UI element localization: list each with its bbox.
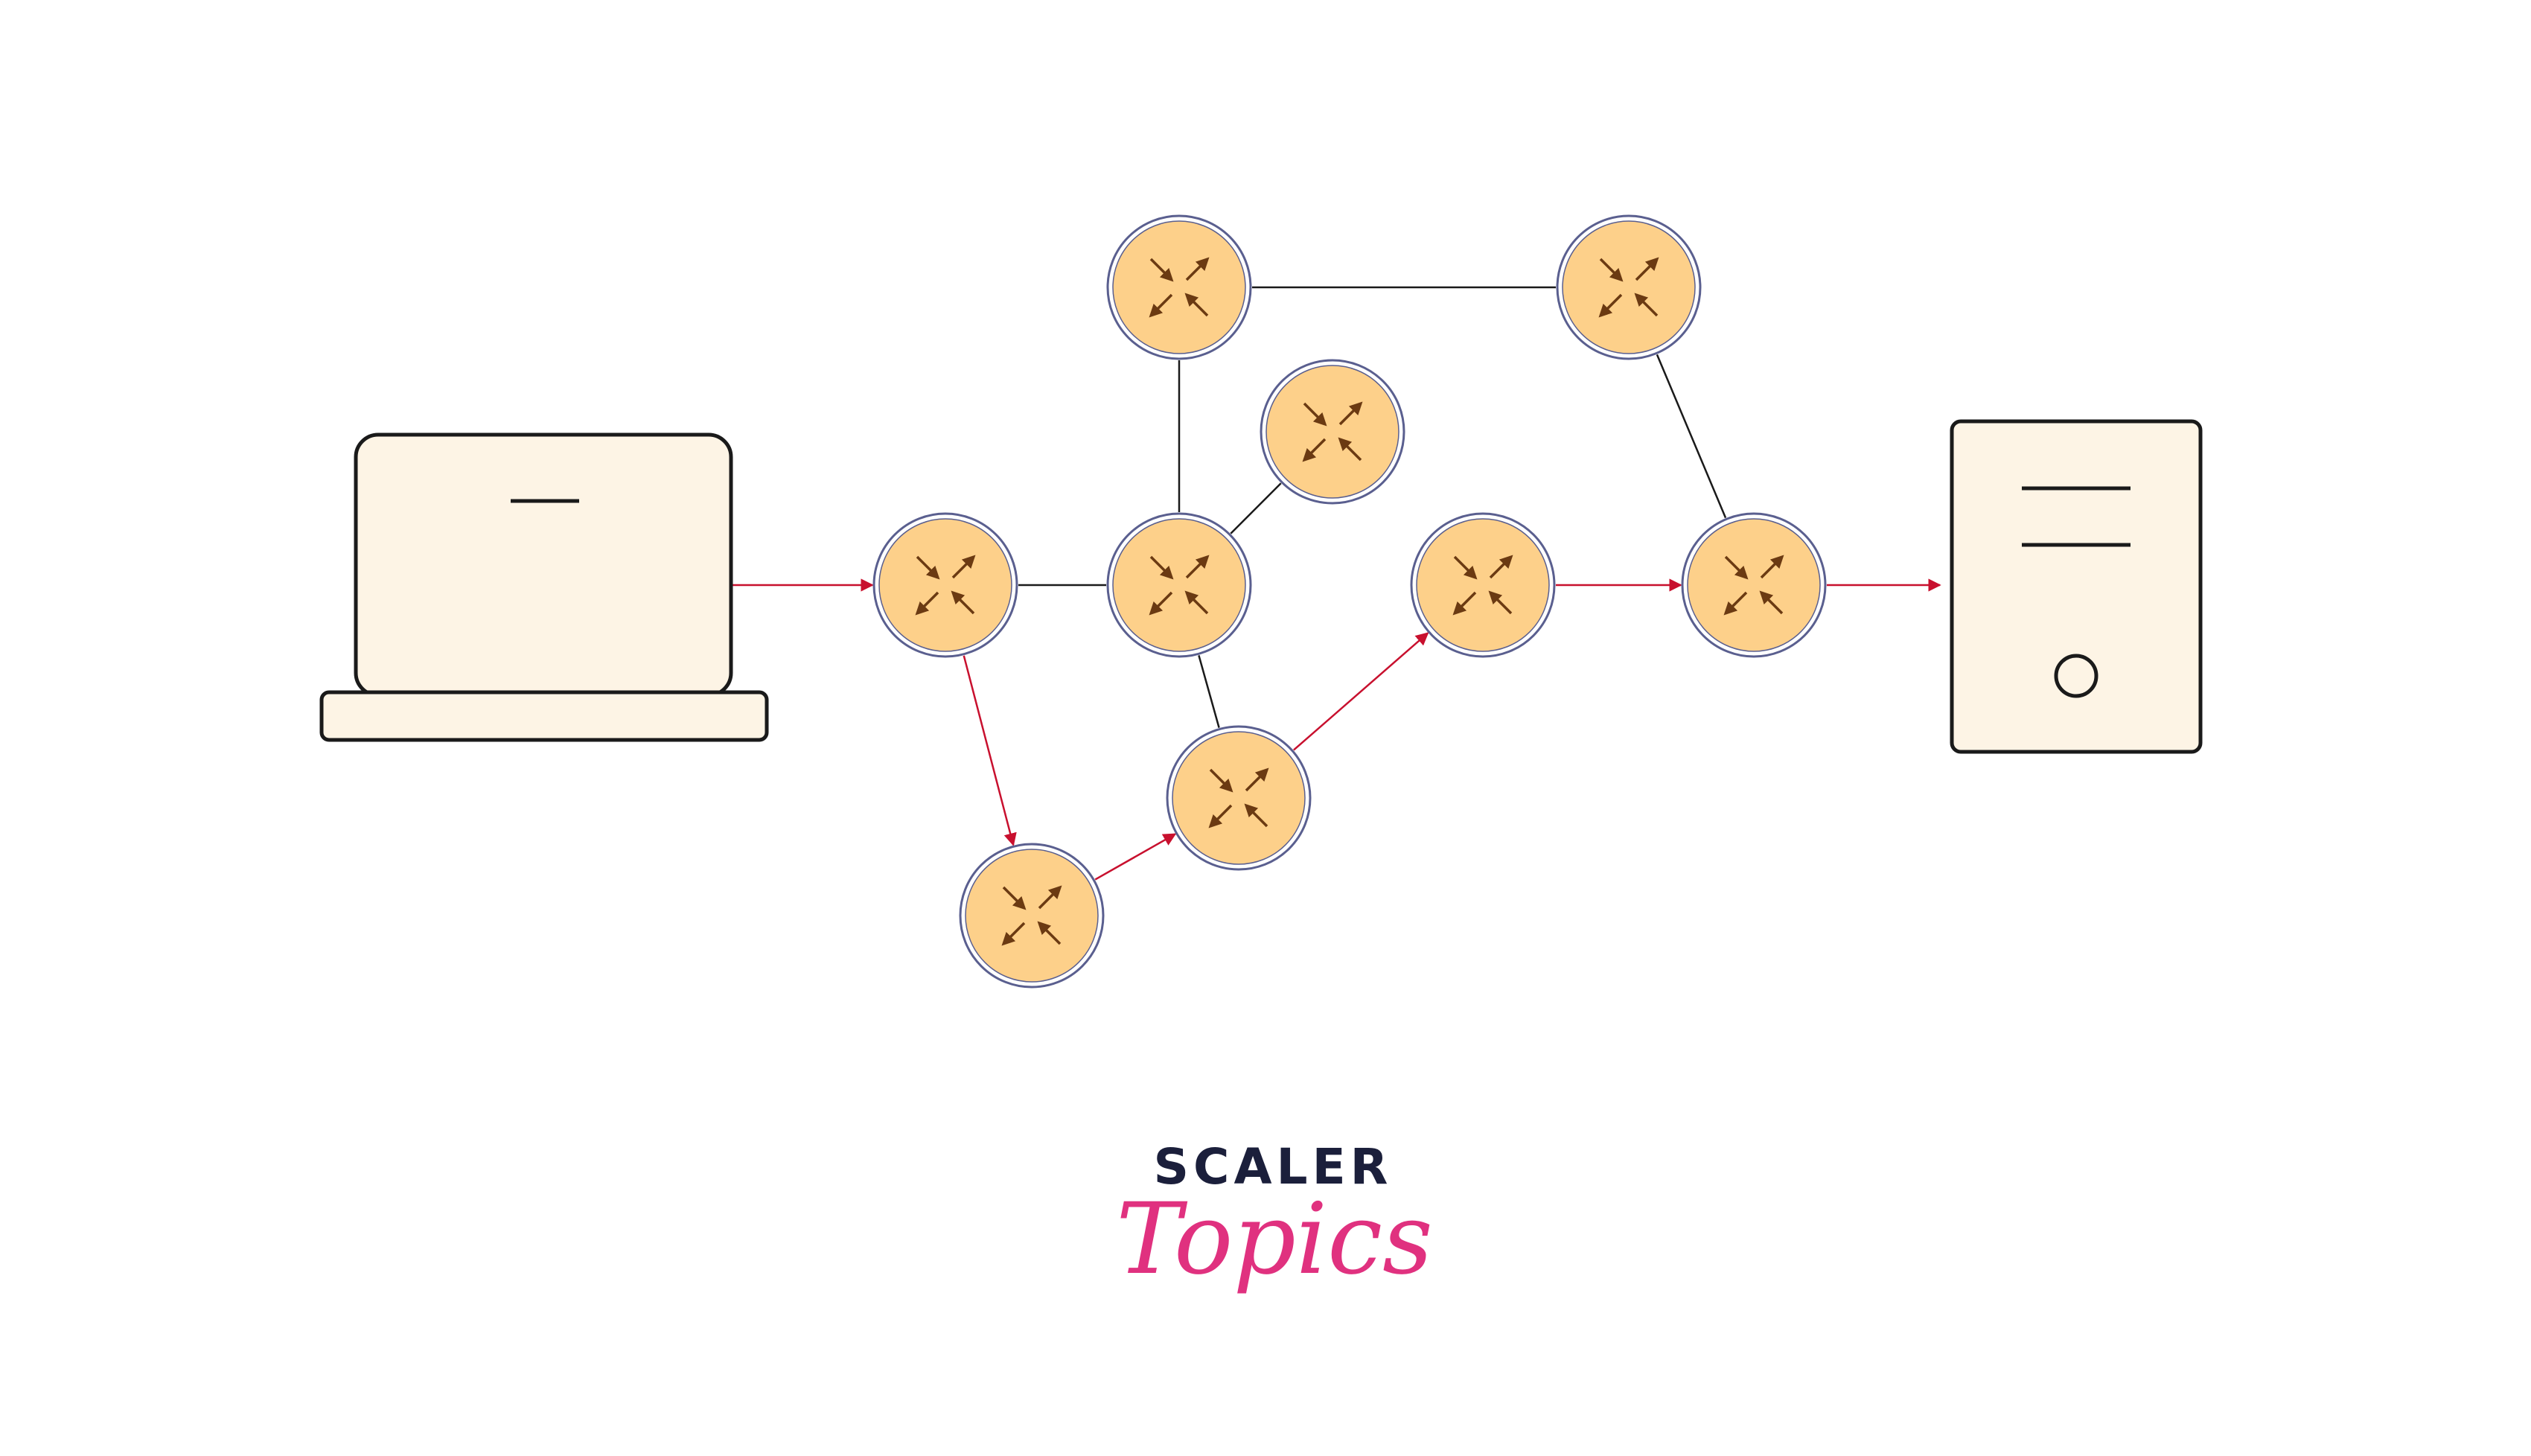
router-arrow-icon	[1760, 555, 1784, 579]
laptop-base	[319, 690, 769, 742]
router-arrow-icon	[1338, 437, 1362, 462]
router-icon	[872, 512, 1018, 658]
routers-layer	[872, 214, 1827, 989]
router-arrow-icon	[1001, 922, 1026, 946]
logo-wordmark: SCALER	[1153, 1138, 1392, 1195]
router-arrow-icon	[1184, 590, 1209, 615]
router-arrow-icon	[1149, 591, 1173, 616]
router-icon	[1681, 512, 1827, 658]
router-body	[1172, 731, 1306, 865]
router-body	[1416, 518, 1550, 652]
router-arrow-icon	[1453, 555, 1478, 580]
router-arrow-icon	[1489, 555, 1513, 579]
router-body	[965, 849, 1099, 983]
route-path-r-lower-mid-to-r-mid-right	[1293, 632, 1429, 751]
router-arrow-icon	[1635, 257, 1659, 281]
router-arrow-icon	[916, 555, 940, 580]
laptop-screen	[354, 432, 733, 697]
router-icon	[1106, 214, 1252, 360]
router-icon	[959, 843, 1105, 989]
router-arrow-icon	[1723, 591, 1748, 616]
router-arrow-icon	[1002, 886, 1027, 910]
router-arrow-icon	[1185, 257, 1210, 281]
router-arrow-icon	[1209, 768, 1233, 793]
router-arrow-icon	[1338, 401, 1363, 426]
router-arrow-icon	[915, 591, 939, 616]
network-link-r-top-right-to-r-exit	[1656, 354, 1727, 519]
router-arrow-icon	[1149, 293, 1173, 318]
router-arrow-icon	[1724, 555, 1749, 580]
router-arrow-icon	[1598, 293, 1623, 318]
router-arrow-icon	[1245, 767, 1269, 792]
laptop-icon	[319, 432, 769, 742]
router-arrow-icon	[1599, 258, 1624, 282]
router-arrow-icon	[1634, 293, 1659, 317]
router-arrow-icon	[951, 590, 975, 615]
logo-script: Topics	[1116, 1182, 1433, 1297]
router-arrow-icon	[1184, 293, 1209, 317]
router-arrow-icon	[1452, 591, 1477, 616]
server-case	[1950, 419, 2203, 754]
router-body	[1562, 220, 1696, 354]
route-path-r-entry-to-r-bottom	[963, 655, 1017, 846]
router-arrow-icon	[1037, 921, 1062, 945]
router-arrow-icon	[1038, 885, 1062, 910]
router-icon	[1106, 512, 1252, 658]
router-body	[1112, 220, 1246, 354]
network-link-r-upper-mid-to-r-center	[1230, 482, 1282, 534]
router-arrow-icon	[1488, 590, 1513, 615]
router-body	[1266, 365, 1399, 499]
route-path-r-bottom-to-r-lower-mid	[1094, 833, 1177, 881]
router-body	[878, 518, 1012, 652]
router-arrow-icon	[1149, 258, 1174, 282]
router-body	[1112, 518, 1246, 652]
router-icon	[1166, 725, 1312, 871]
router-arrow-icon	[1302, 438, 1327, 462]
router-arrow-icon	[1149, 555, 1174, 580]
server-icon	[1950, 419, 2203, 754]
router-icon	[1260, 359, 1405, 505]
router-icon	[1556, 214, 1702, 360]
router-arrow-icon	[1185, 555, 1210, 579]
router-arrow-icon	[1759, 590, 1784, 615]
links-layer	[731, 286, 1941, 881]
router-arrow-icon	[1208, 804, 1233, 828]
scaler-topics-logo: SCALER Topics	[1116, 1138, 1433, 1297]
router-icon	[1410, 512, 1556, 658]
router-body	[1687, 518, 1821, 652]
router-arrow-icon	[1244, 803, 1268, 828]
server-power-button	[2054, 654, 2098, 698]
router-arrow-icon	[951, 555, 976, 579]
router-arrow-icon	[1303, 402, 1327, 427]
network-link-r-center-to-r-lower-mid	[1198, 655, 1220, 728]
